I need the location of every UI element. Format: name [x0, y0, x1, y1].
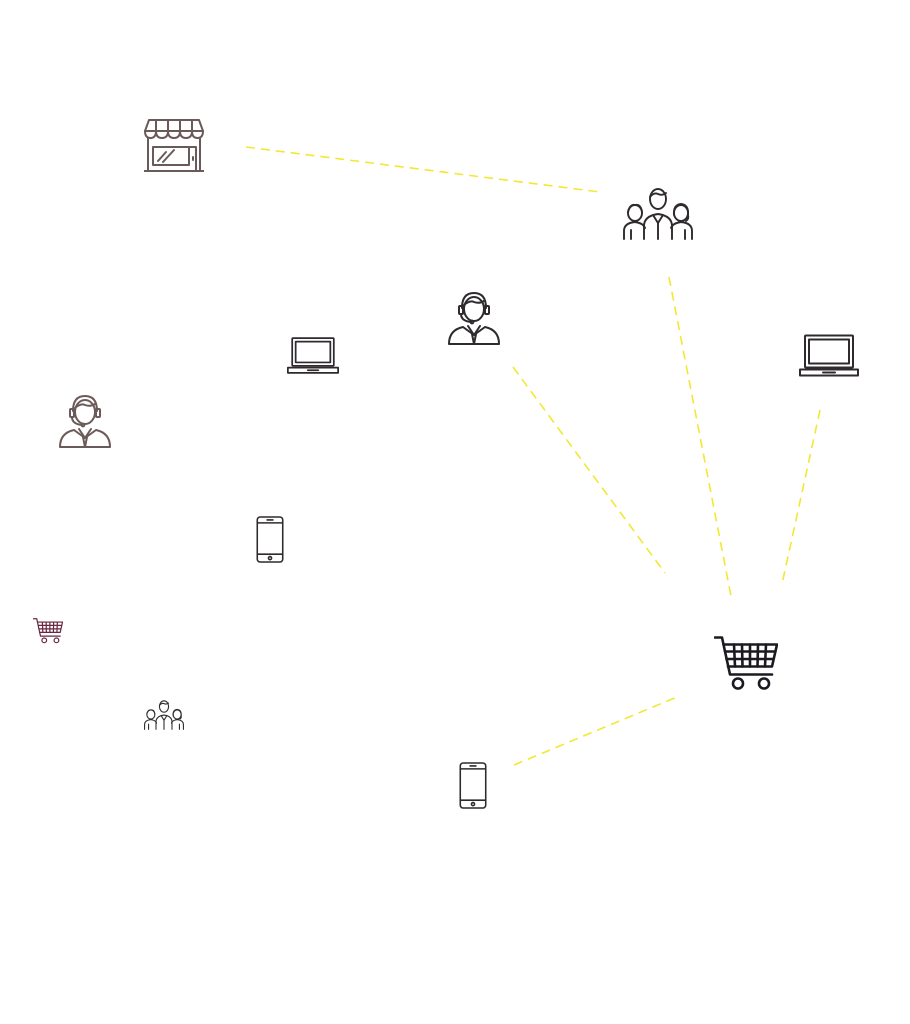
diagram-nodes	[33, 119, 859, 809]
connector-lines	[245, 146, 821, 766]
connector-agent-cart	[512, 366, 666, 574]
shopping-cart-icon-small	[33, 618, 63, 644]
smartphone-icon-left	[256, 516, 284, 563]
laptop-icon-center	[287, 337, 339, 374]
connector-laptop-cart	[781, 409, 821, 585]
shopping-cart-icon-main	[714, 636, 778, 690]
team-icon-small	[144, 700, 184, 730]
smartphone-icon-bottom	[459, 762, 487, 809]
support-agent-icon-center	[448, 292, 500, 345]
connector-team-cart	[668, 276, 732, 597]
team-icon-large	[623, 188, 693, 240]
storefront-icon	[144, 119, 204, 172]
connector-storefront-team	[245, 146, 601, 193]
laptop-icon-right	[799, 334, 859, 377]
support-agent-icon-left	[59, 395, 111, 448]
connector-phone-cart	[513, 696, 678, 766]
